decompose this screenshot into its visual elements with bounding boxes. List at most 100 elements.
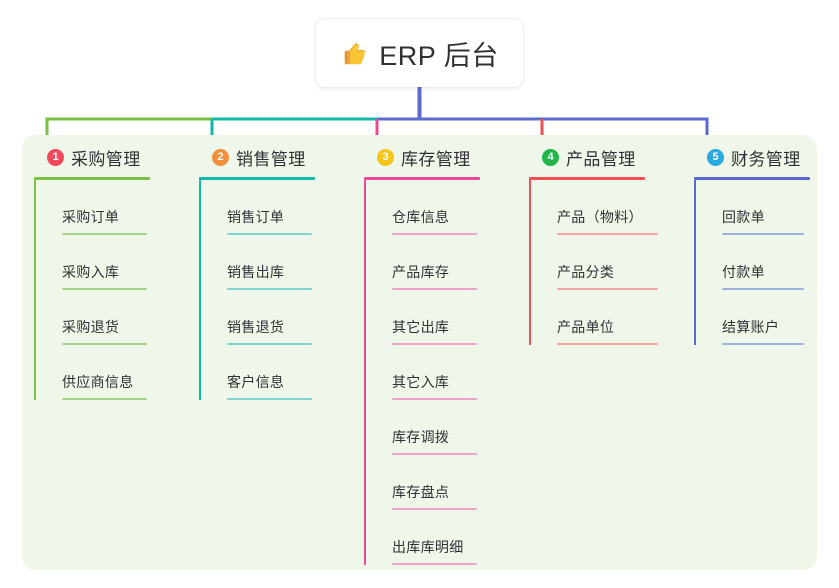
leaf-rule	[392, 398, 477, 400]
leaf-rule	[392, 233, 477, 235]
leaf-item[interactable]: 销售订单	[199, 180, 315, 235]
leaf-item[interactable]: 销售退货	[199, 290, 315, 345]
branch-leaf-list-4: 产品（物料） 产品分类产品单位	[529, 180, 658, 345]
leaf-item[interactable]: 客户信息	[199, 345, 315, 400]
branch-column-4: 4 产品管理产品（物料） 产品分类产品单位	[529, 145, 658, 345]
branch-column-3: 3 库存管理仓库信息产品库存其它出库其它入库库存调拨库存盘点出库库明细	[364, 145, 480, 565]
branch-title-2: 销售管理	[236, 149, 306, 169]
leaf-label: 采购订单	[62, 209, 120, 226]
branch-leaf-list-2: 销售订单销售出库销售退货客户信息	[199, 180, 315, 400]
leaf-label: 供应商信息	[62, 374, 134, 391]
branch-stem-3	[364, 180, 366, 565]
branch-header-4[interactable]: 4 产品管理	[529, 145, 658, 169]
leaf-item[interactable]: 产品单位	[529, 290, 658, 345]
branch-stem-1	[34, 180, 36, 400]
branch-column-1: 1 采购管理采购订单采购入库采购退货供应商信息	[34, 145, 150, 400]
leaf-label: 出库库明细	[392, 539, 464, 556]
branches-panel	[22, 135, 817, 570]
branch-column-2: 2 销售管理销售订单销售出库销售退货客户信息	[199, 145, 315, 400]
leaf-item[interactable]: 产品库存	[364, 235, 480, 290]
branch-column-5: 5 财务管理回款单付款单结算账户	[694, 145, 810, 345]
leaf-label: 仓库信息	[392, 209, 450, 226]
branch-header-5[interactable]: 5 财务管理	[694, 145, 810, 169]
leaf-item[interactable]: 出库库明细	[364, 510, 480, 565]
leaf-label: 回款单	[722, 209, 765, 226]
leaf-item[interactable]: 采购退货	[34, 290, 150, 345]
branch-rule-5	[694, 177, 810, 180]
branch-badge-5: 5	[707, 148, 724, 166]
leaf-rule	[227, 233, 312, 235]
leaf-label: 产品分类	[557, 264, 615, 281]
branch-badge-4: 4	[542, 148, 559, 166]
leaf-label: 产品（物料）	[557, 209, 643, 226]
branch-title-1: 采购管理	[71, 149, 141, 169]
thumbs-up-icon	[340, 39, 368, 67]
leaf-rule	[392, 288, 477, 290]
leaf-label: 产品单位	[557, 319, 615, 336]
leaf-rule	[392, 508, 477, 510]
leaf-rule	[557, 288, 658, 290]
branch-leaf-list-1: 采购订单采购入库采购退货供应商信息	[34, 180, 150, 400]
leaf-rule	[392, 563, 477, 565]
branch-badge-3: 3	[377, 148, 394, 166]
root-title: ERP 后台	[379, 40, 499, 71]
leaf-rule	[557, 343, 658, 345]
leaf-rule	[557, 233, 658, 235]
leaf-rule	[722, 343, 804, 345]
leaf-item[interactable]: 销售出库	[199, 235, 315, 290]
branch-header-2[interactable]: 2 销售管理	[199, 145, 315, 169]
branch-badge-2: 2	[212, 148, 229, 166]
branch-title-3: 库存管理	[401, 149, 471, 169]
leaf-label: 结算账户	[722, 319, 780, 336]
leaf-item[interactable]: 结算账户	[694, 290, 810, 345]
leaf-label: 销售退货	[227, 319, 285, 336]
leaf-item[interactable]: 其它入库	[364, 345, 480, 400]
leaf-label: 销售出库	[227, 264, 285, 281]
leaf-label: 采购退货	[62, 319, 120, 336]
branch-header-1[interactable]: 1 采购管理	[34, 145, 150, 169]
leaf-item[interactable]: 回款单	[694, 180, 810, 235]
branch-stem-2	[199, 180, 201, 400]
leaf-label: 库存盘点	[392, 484, 450, 501]
branch-stem-5	[694, 180, 696, 345]
leaf-item[interactable]: 仓库信息	[364, 180, 480, 235]
leaf-rule	[722, 233, 804, 235]
leaf-item[interactable]: 供应商信息	[34, 345, 150, 400]
root-node[interactable]: ERP 后台	[316, 19, 523, 87]
leaf-rule	[62, 233, 147, 235]
leaf-label: 采购入库	[62, 264, 120, 281]
leaf-label: 其它出库	[392, 319, 450, 336]
leaf-label: 付款单	[722, 264, 765, 281]
leaf-label: 库存调拨	[392, 429, 450, 446]
branch-rule-4	[529, 177, 645, 180]
leaf-item[interactable]: 库存盘点	[364, 455, 480, 510]
leaf-item[interactable]: 产品分类	[529, 235, 658, 290]
leaf-label: 客户信息	[227, 374, 285, 391]
leaf-rule	[62, 398, 147, 400]
leaf-rule	[392, 343, 477, 345]
branch-rule-3	[364, 177, 480, 180]
leaf-item[interactable]: 其它出库	[364, 290, 480, 345]
leaf-rule	[227, 398, 312, 400]
leaf-label: 其它入库	[392, 374, 450, 391]
branch-title-5: 财务管理	[731, 149, 801, 169]
leaf-item[interactable]: 库存调拨	[364, 400, 480, 455]
leaf-rule	[227, 288, 312, 290]
leaf-item[interactable]: 采购入库	[34, 235, 150, 290]
branch-rule-1	[34, 177, 150, 180]
leaf-rule	[392, 453, 477, 455]
leaf-item[interactable]: 付款单	[694, 235, 810, 290]
branch-header-3[interactable]: 3 库存管理	[364, 145, 480, 169]
leaf-label: 销售订单	[227, 209, 285, 226]
branch-leaf-list-5: 回款单付款单结算账户	[694, 180, 810, 345]
branch-stem-4	[529, 180, 531, 345]
branch-badge-1: 1	[47, 148, 64, 166]
leaf-rule	[62, 288, 147, 290]
leaf-item[interactable]: 采购订单	[34, 180, 150, 235]
leaf-label: 产品库存	[392, 264, 450, 281]
branch-title-4: 产品管理	[566, 149, 636, 169]
leaf-item[interactable]: 产品（物料）	[529, 180, 658, 235]
leaf-rule	[722, 288, 804, 290]
